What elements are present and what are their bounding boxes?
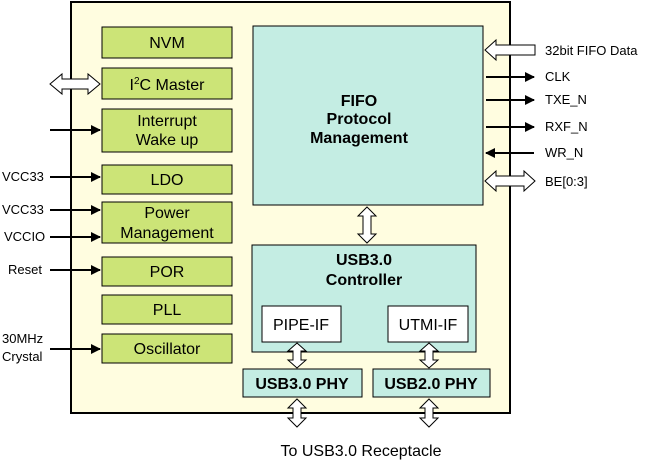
vcc33-ldo-label: VCC33 bbox=[2, 169, 44, 184]
receptacle-label: To USB3.0 Receptacle bbox=[281, 443, 442, 460]
usb3-receptacle-bidirectional-arrow bbox=[286, 398, 308, 428]
i2c-master-block bbox=[101, 67, 233, 100]
usb3-phy-label: USB3.0 PHY bbox=[255, 376, 349, 393]
power-label-1: Power bbox=[144, 205, 190, 222]
utmi-if-block bbox=[387, 305, 469, 343]
fifo-label-1: FIFO bbox=[341, 93, 377, 110]
vccio-label: VCCIO bbox=[4, 229, 45, 244]
rxf-label: RXF_N bbox=[545, 119, 588, 134]
usb-controller-label-2: Controller bbox=[326, 272, 402, 289]
usb2-phy-label: USB2.0 PHY bbox=[384, 376, 478, 393]
interrupt-label-2: Wake up bbox=[136, 132, 199, 149]
interrupt-label-1: Interrupt bbox=[137, 113, 197, 130]
power-label-2: Management bbox=[120, 225, 214, 242]
pipe-phy-bidirectional-arrow bbox=[286, 342, 308, 369]
usb-controller-label-1: USB3.0 bbox=[336, 252, 392, 269]
usb3-phy-block bbox=[242, 368, 363, 398]
fifo-label-3: Management bbox=[310, 130, 408, 147]
fifo-data-label: 32bit FIFO Data bbox=[545, 43, 638, 58]
be-label: BE[0:3] bbox=[545, 174, 588, 189]
oscillator-label: Oscillator bbox=[134, 341, 201, 358]
i2c-bidirectional-arrow bbox=[49, 72, 101, 96]
utmi-if-label: UTMI-IF bbox=[399, 317, 458, 334]
fifo-data-arrow bbox=[484, 38, 536, 62]
fifo-usb-bidirectional-arrow bbox=[356, 206, 378, 244]
crystal-label-2: Crystal bbox=[2, 349, 43, 364]
ldo-block bbox=[101, 164, 233, 195]
pll-label: PLL bbox=[153, 302, 182, 319]
be-bidirectional-arrow bbox=[484, 169, 536, 193]
pipe-if-label: PIPE-IF bbox=[273, 317, 329, 334]
usb2-receptacle-bidirectional-arrow bbox=[418, 398, 440, 428]
oscillator-block bbox=[101, 333, 233, 364]
fifo-label-2: Protocol bbox=[327, 111, 392, 128]
txe-label: TXE_N bbox=[545, 92, 587, 107]
vcc33-power-label: VCC33 bbox=[2, 202, 44, 217]
por-block bbox=[101, 256, 233, 287]
por-label: POR bbox=[150, 264, 185, 281]
fifo-protocol-block bbox=[252, 25, 484, 206]
power-management-block bbox=[101, 201, 233, 244]
wr-label: WR_N bbox=[545, 145, 583, 160]
pll-block bbox=[101, 294, 233, 325]
utmi-phy-bidirectional-arrow bbox=[418, 342, 440, 369]
i2c-master-label: I2C Master bbox=[130, 76, 206, 94]
ldo-label: LDO bbox=[151, 172, 184, 189]
reset-label: Reset bbox=[8, 262, 42, 277]
nvm-label: NVM bbox=[149, 35, 185, 52]
interrupt-block bbox=[101, 108, 233, 153]
pipe-if-block bbox=[261, 305, 342, 343]
crystal-label-1: 30MHz bbox=[2, 331, 43, 346]
nvm-block bbox=[101, 26, 233, 59]
clk-label: CLK bbox=[545, 69, 571, 84]
usb2-phy-block bbox=[372, 368, 491, 398]
